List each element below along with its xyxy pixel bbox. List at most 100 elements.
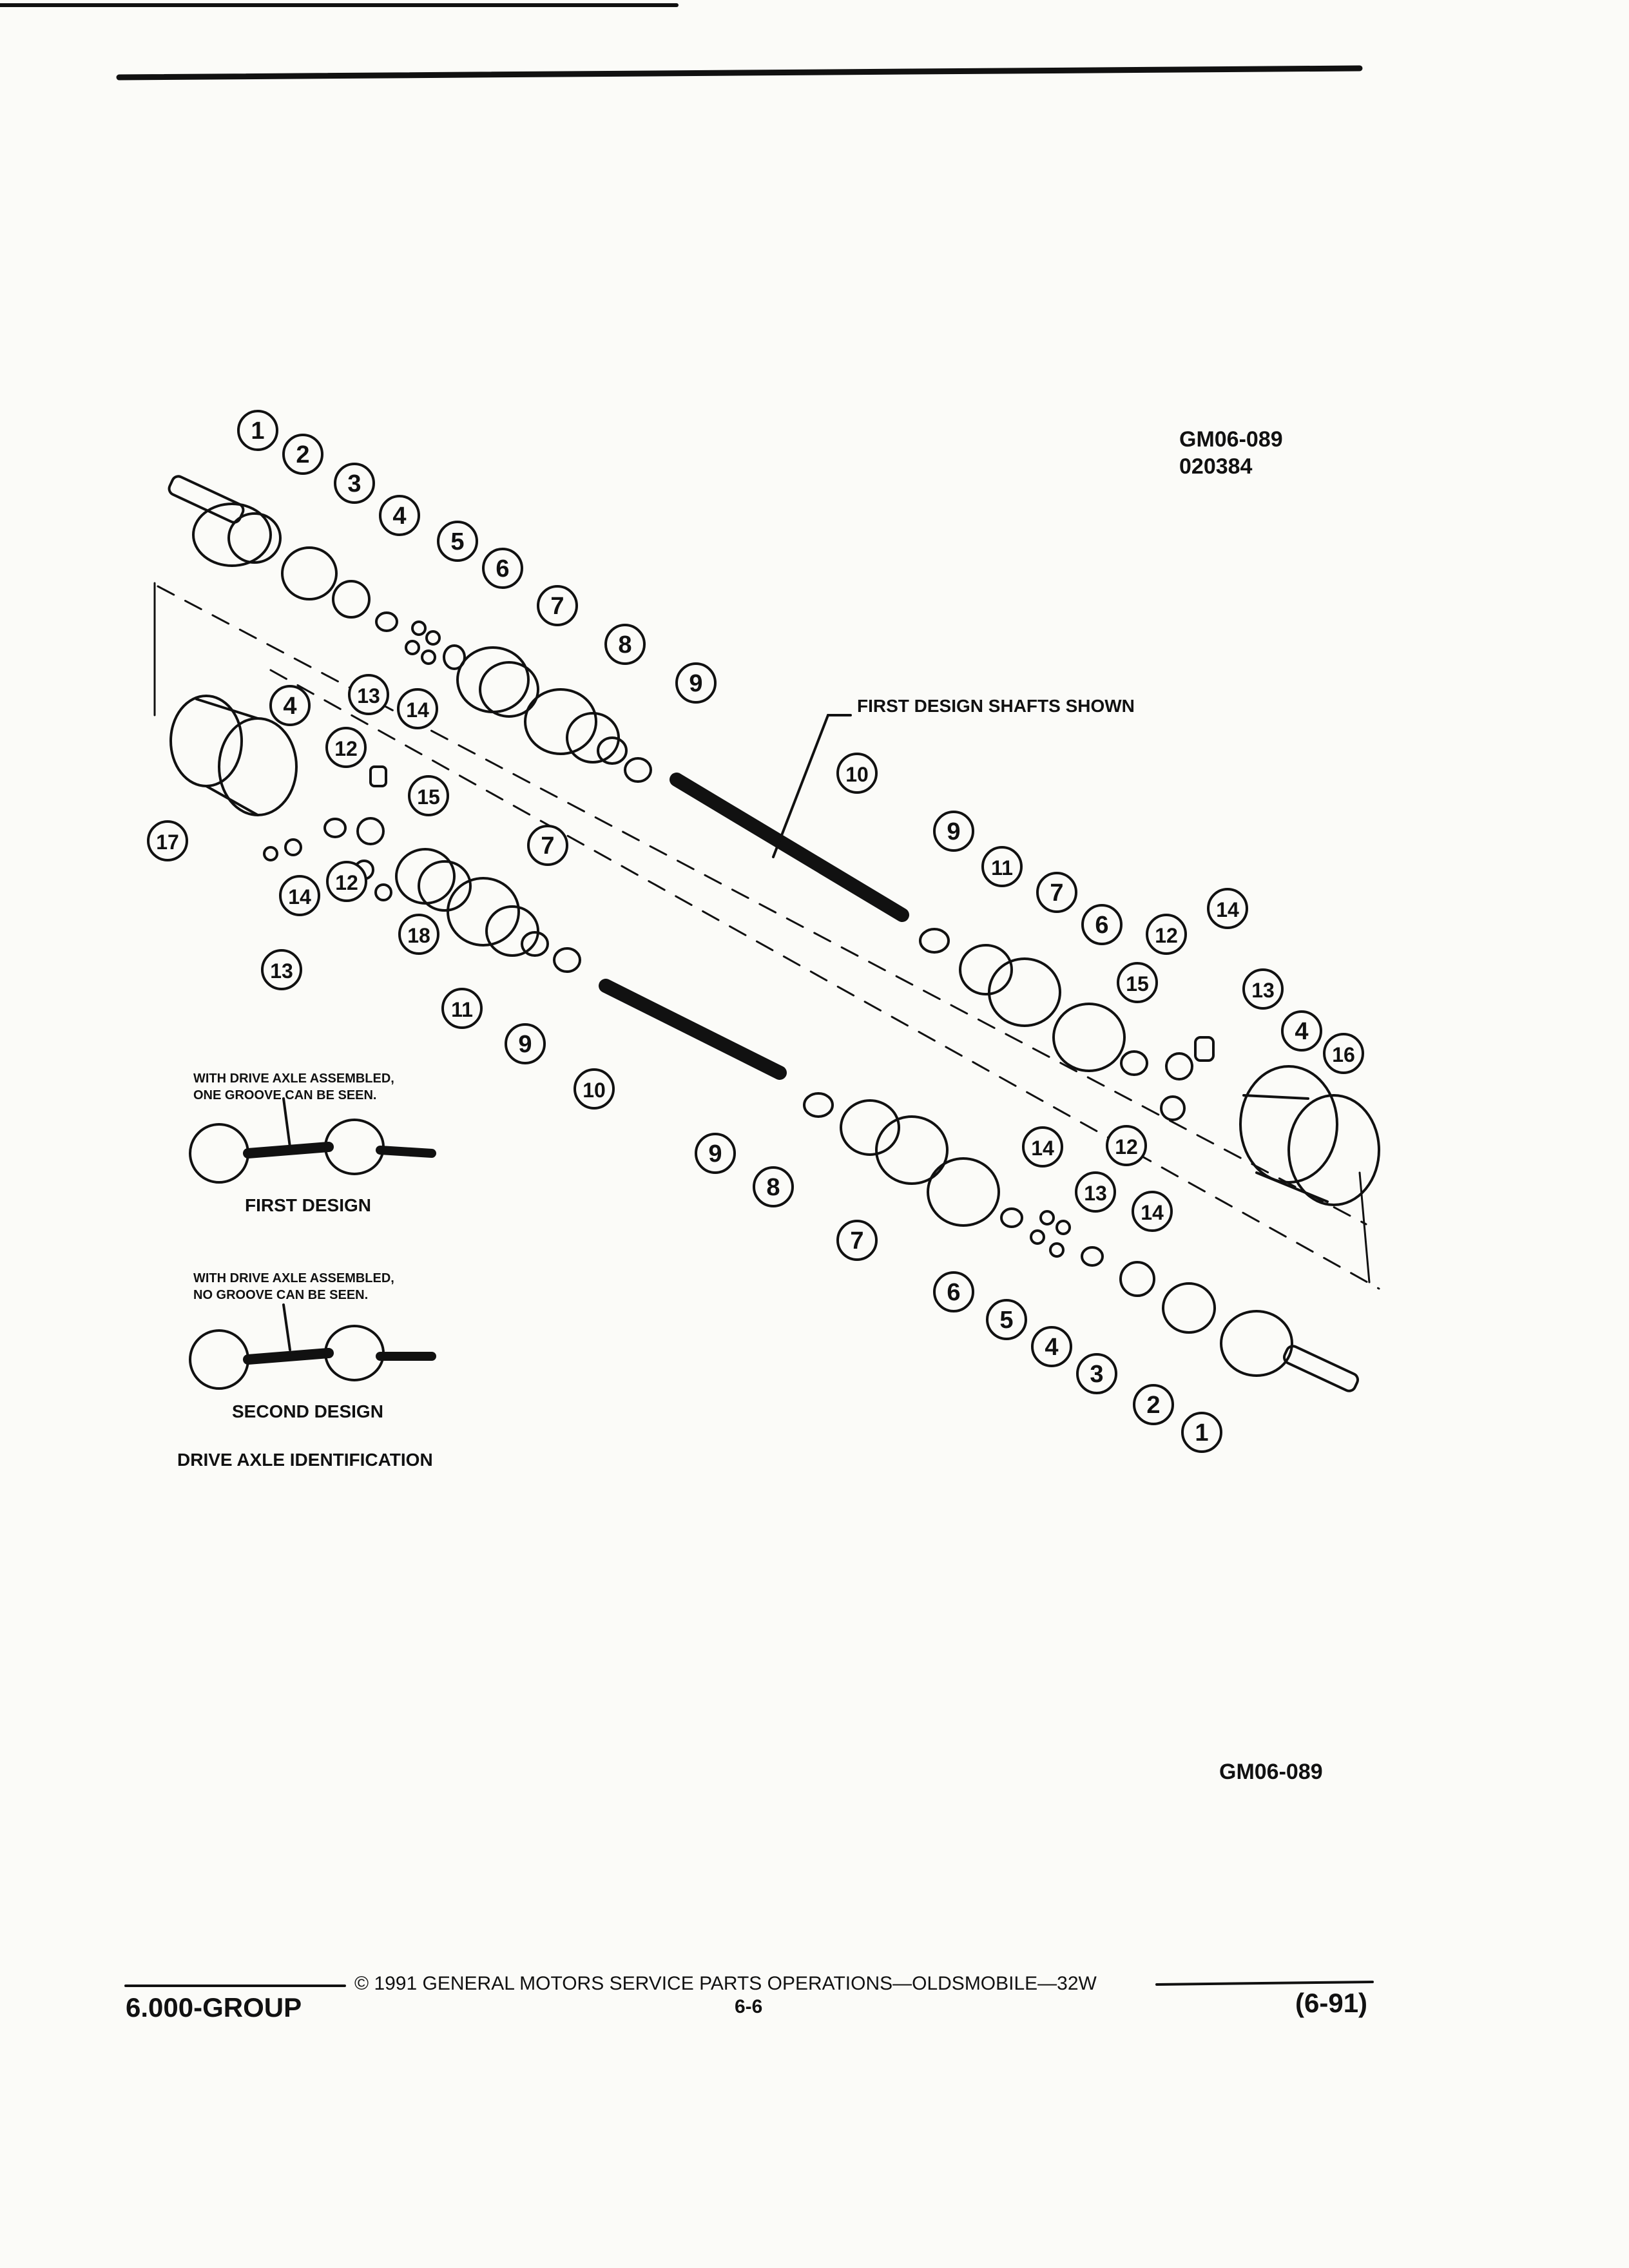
callout-number: 7: [550, 593, 564, 620]
callout-number: 7: [850, 1227, 863, 1254]
callout-circle: [1081, 904, 1123, 945]
callout-number: 9: [947, 818, 960, 845]
callout-circle: [981, 846, 1023, 887]
callout-circle: [1133, 1384, 1174, 1425]
lower-inner-seal: [840, 1099, 949, 1185]
group-label: 6.000-GROUP: [126, 1992, 302, 2023]
callout-number: 12: [1155, 924, 1178, 947]
second-note-line2: NO GROOVE CAN BE SEEN.: [193, 1288, 369, 1302]
small-clamp: [919, 928, 950, 954]
upper-inner-seal: [959, 944, 1061, 1027]
tripot-spider: [1160, 1036, 1215, 1121]
second-design-axle: [189, 1325, 436, 1390]
callout-circle: [1146, 914, 1187, 955]
callout-number: 4: [1045, 1334, 1058, 1361]
lower-shaft: [599, 979, 787, 1080]
callout-circle: [1181, 1412, 1222, 1453]
callout-circle: [1022, 1126, 1063, 1168]
callout-number: 4: [392, 503, 406, 530]
callout-circle: [836, 753, 878, 794]
figure-id-sub: 020384: [1179, 454, 1253, 479]
first-design-label: FIRST DESIGN: [245, 1195, 372, 1215]
callout-circle: [269, 685, 311, 726]
callout-number: 11: [991, 856, 1013, 879]
callout-circle: [527, 825, 568, 866]
callout-circle: [933, 811, 974, 852]
callout-circle: [574, 1068, 615, 1110]
first-note-line1: WITH DRIVE AXLE ASSEMBLED,: [193, 1072, 394, 1086]
second-note-line1: WITH DRIVE AXLE ASSEMBLED,: [193, 1271, 394, 1285]
lower-balls: [1030, 1210, 1071, 1258]
callout-number: 10: [845, 763, 869, 786]
callout-circle: [437, 521, 478, 562]
cage: [281, 546, 338, 601]
callout-number: 6: [947, 1279, 960, 1306]
callout-number: 5: [450, 528, 464, 555]
callout-number: 4: [1295, 1018, 1308, 1045]
callout-circle: [1323, 1033, 1364, 1074]
callout-number: 2: [1146, 1392, 1160, 1419]
callout-number: 2: [296, 441, 309, 468]
page-number: 6-6: [735, 1996, 763, 2017]
callout-circle: [505, 1023, 546, 1064]
callout-circle: [408, 775, 449, 816]
callout-number: 14: [406, 698, 429, 722]
callout-number: 14: [1031, 1137, 1054, 1160]
callout-number: 7: [1050, 879, 1063, 907]
callout-circle: [1281, 1010, 1322, 1052]
lower-outer-joint-housing: [1220, 1310, 1360, 1392]
callout-number: 8: [618, 631, 631, 658]
callout-number: 1: [1195, 1419, 1208, 1446]
callout-number: 12: [334, 737, 358, 760]
callout-circle: [1117, 962, 1158, 1003]
callout-number: 3: [347, 470, 361, 497]
upper-seal: [524, 688, 628, 765]
figure-id-bottom: GM06-089: [1219, 1760, 1323, 1784]
callout-circle: [398, 914, 439, 955]
callout-number: 8: [766, 1174, 780, 1201]
callout-number: 14: [1216, 898, 1239, 921]
small-clamp: [624, 757, 652, 783]
lower-seal: [447, 877, 549, 957]
callout-circle: [261, 949, 302, 990]
callout-number: 13: [270, 959, 293, 983]
callout-circle: [986, 1299, 1027, 1340]
figure-id-top: GM06-089: [1179, 427, 1283, 452]
callout-number: 9: [708, 1140, 722, 1168]
callout-number: 6: [1095, 912, 1108, 939]
callout-circle: [1036, 872, 1077, 913]
callout-number: 13: [357, 684, 380, 707]
callout-number: 4: [283, 693, 296, 720]
callout-number: 12: [335, 871, 358, 894]
lower-clamp: [395, 848, 472, 912]
callout-number: 9: [518, 1031, 532, 1058]
callout-circle: [282, 434, 323, 475]
callout-number: 9: [689, 670, 702, 697]
callout-circle: [279, 875, 320, 916]
drive-axle-identification: DRIVE AXLE IDENTIFICATION: [177, 1450, 433, 1470]
callout-number: 17: [156, 831, 179, 854]
snap-ring: [375, 611, 398, 632]
callout-circle: [753, 1166, 794, 1207]
callout-circle: [325, 727, 367, 768]
first-design-axle: [189, 1119, 436, 1184]
callout-circle: [1031, 1326, 1072, 1367]
first-note-line2: ONE GROOVE CAN BE SEEN.: [193, 1088, 377, 1102]
callout-number: 14: [288, 885, 311, 908]
callout-number: 16: [1332, 1043, 1355, 1066]
callout-circle: [537, 585, 578, 626]
callout-number: 15: [417, 785, 440, 809]
lower-housing: [169, 695, 298, 816]
callout-number: 7: [541, 832, 554, 860]
upper-inner-clamp: [1052, 1003, 1126, 1072]
callout-number: 12: [1115, 1135, 1138, 1158]
upper-shaft: [670, 773, 909, 922]
callout-circle: [695, 1133, 736, 1174]
date-code: (6-91): [1295, 1988, 1368, 2018]
callout-circle: [379, 495, 420, 536]
first-design-shafts-label: FIRST DESIGN SHAFTS SHOWN: [857, 696, 1135, 716]
callout-circle: [1242, 968, 1284, 1010]
callout-circle: [482, 548, 523, 589]
